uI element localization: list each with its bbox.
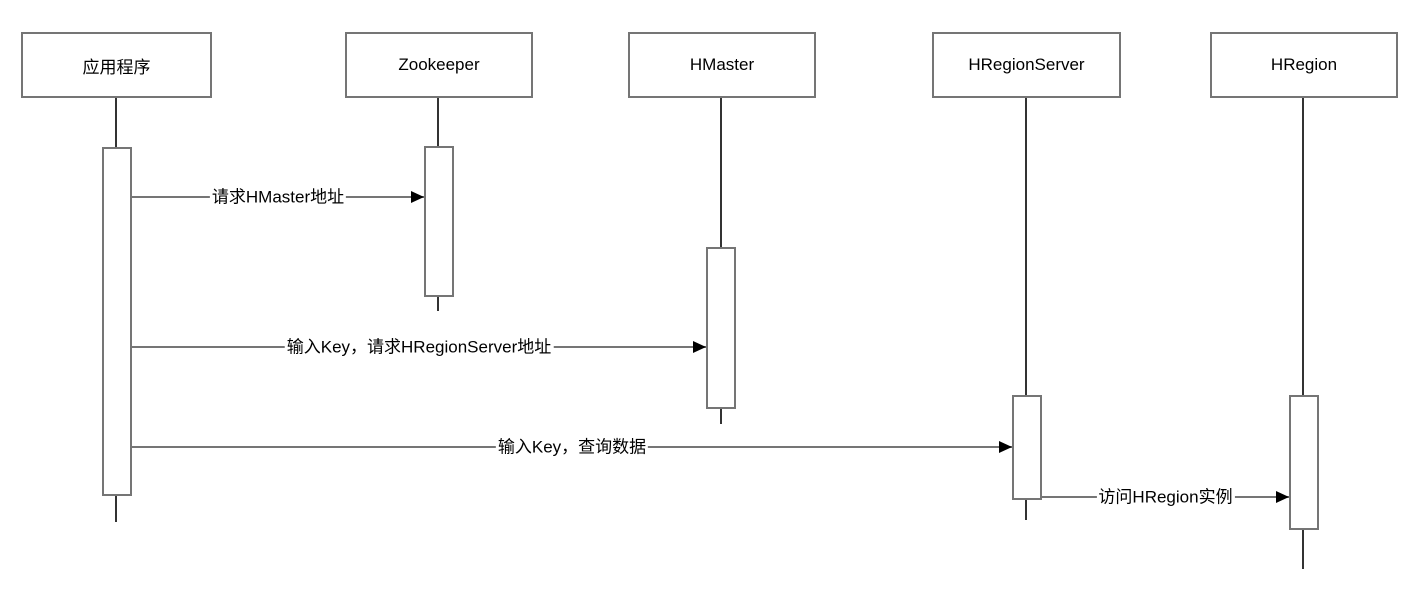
- lifeline-hregion-tail: [1302, 530, 1304, 569]
- activation-hregionserver: [1012, 395, 1042, 500]
- participant-hregion: HRegion: [1210, 32, 1398, 98]
- lifeline-zookeeper-upper: [437, 98, 439, 146]
- participant-hregionserver: HRegionServer: [932, 32, 1121, 98]
- message-label: 请求HMaster地址: [209, 186, 347, 208]
- message-query-data: 输入Key，查询数据: [132, 436, 1012, 458]
- participant-zookeeper-label: Zookeeper: [398, 55, 480, 74]
- participant-hmaster: HMaster: [628, 32, 816, 98]
- message-request-hregionserver-address: 输入Key，请求HRegionServer地址: [132, 336, 706, 358]
- participant-hregionserver-label: HRegionServer: [968, 55, 1085, 74]
- lifeline-hmaster-tail: [720, 409, 722, 424]
- activation-hmaster: [706, 247, 736, 409]
- activation-zookeeper: [424, 146, 454, 297]
- activation-hregion: [1289, 395, 1319, 530]
- message-label: 访问HRegion实例: [1096, 486, 1235, 508]
- message-access-hregion-instance: 访问HRegion实例: [1042, 486, 1289, 508]
- lifeline-hregionserver-upper: [1025, 98, 1027, 395]
- participant-application-label: 应用程序: [82, 57, 151, 77]
- participant-application: 应用程序: [21, 32, 212, 98]
- participant-hmaster-label: HMaster: [689, 55, 755, 74]
- arrowhead-icon: [411, 191, 424, 203]
- lifeline-application-upper: [115, 98, 117, 147]
- lifeline-zookeeper-tail: [437, 297, 439, 311]
- message-label: 输入Key，请求HRegionServer地址: [284, 336, 554, 358]
- activation-application: [102, 147, 132, 496]
- lifeline-application-tail: [115, 496, 117, 522]
- participant-zookeeper: Zookeeper: [345, 32, 533, 98]
- message-request-hmaster-address: 请求HMaster地址: [132, 186, 424, 208]
- message-label: 输入Key，查询数据: [495, 436, 649, 458]
- arrowhead-icon: [693, 341, 706, 353]
- lifeline-hregion-upper: [1302, 98, 1304, 395]
- arrowhead-icon: [999, 441, 1012, 453]
- participant-hregion-label: HRegion: [1270, 55, 1338, 74]
- lifeline-hregionserver-tail: [1025, 500, 1027, 520]
- lifeline-hmaster-upper: [720, 98, 722, 247]
- arrowhead-icon: [1276, 491, 1289, 503]
